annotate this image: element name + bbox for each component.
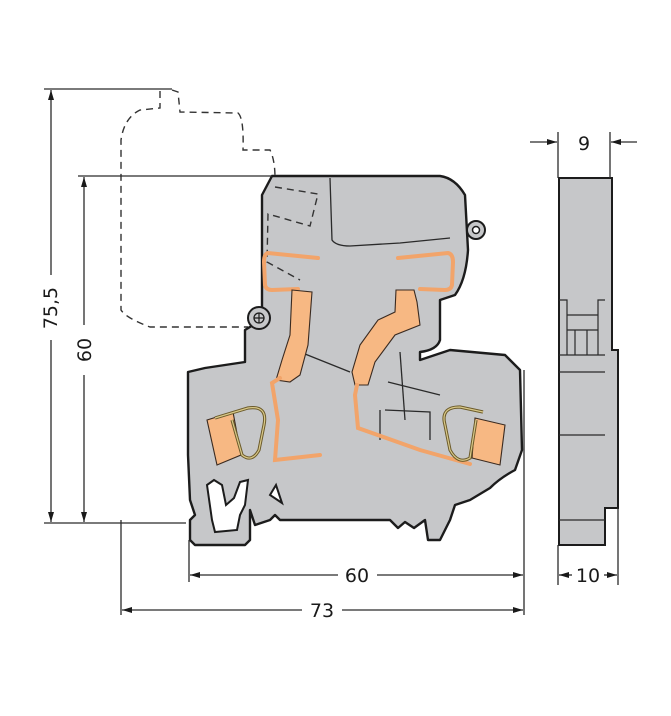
dimension-75-5: 75,5 — [40, 88, 186, 524]
dimension-73: 73 — [120, 520, 523, 622]
fuse-clip-right — [396, 250, 456, 293]
dimension-60-width: 60 — [188, 370, 525, 615]
fuse-holder-open-outline — [120, 89, 276, 328]
dimension-10: 10 — [557, 508, 619, 587]
svg-text:60: 60 — [345, 565, 369, 587]
svg-text:10: 10 — [576, 565, 600, 587]
clamp-right — [442, 405, 506, 466]
clamp-left — [206, 406, 267, 466]
busbar-left — [269, 289, 322, 463]
svg-text:9: 9 — [578, 133, 590, 155]
din-rail-foot — [205, 478, 284, 534]
dimension-60-height: 60 — [74, 175, 272, 522]
svg-text:75,5: 75,5 — [40, 287, 62, 329]
busbar-right — [351, 289, 472, 466]
svg-text:60: 60 — [74, 338, 96, 362]
dimension-9: 9 — [530, 132, 637, 178]
terminal-block-side-view — [558, 177, 619, 546]
svg-text:73: 73 — [310, 600, 334, 622]
fuse-clip-left — [261, 250, 320, 293]
fuse-outline-dashed — [266, 186, 319, 281]
